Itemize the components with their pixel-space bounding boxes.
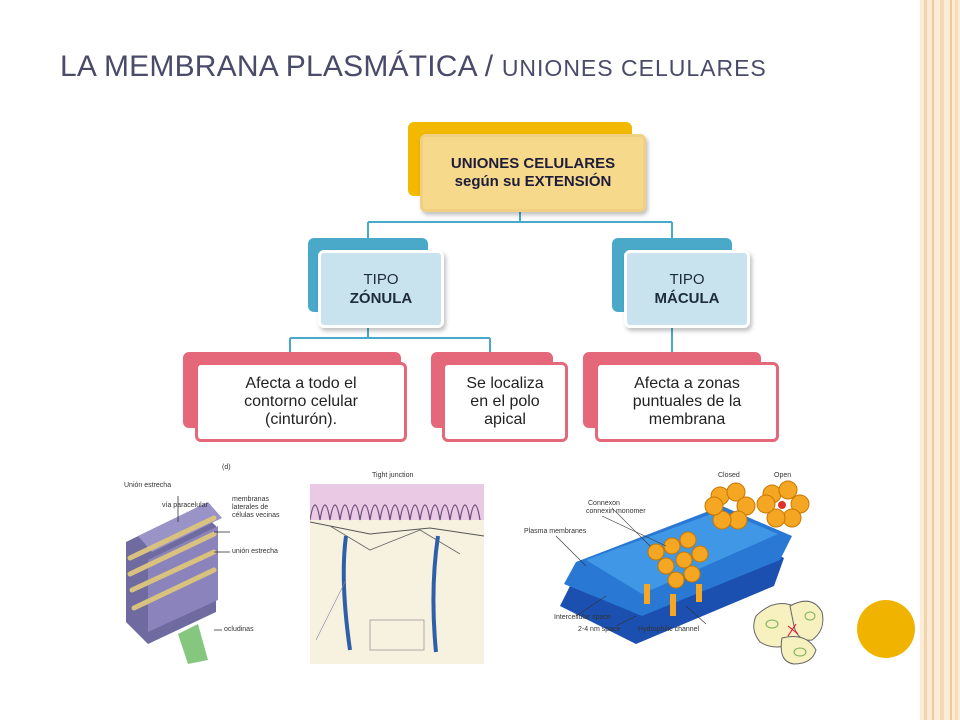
gap-junction-illustration: Connexon connexin monomer Plasma membran… [516, 466, 836, 666]
gap-junction-drawing [555, 480, 824, 665]
label-union-estrecha: unión estrecha [232, 548, 278, 555]
micrograph-drawing [309, 484, 485, 664]
decorative-stripes [920, 0, 960, 720]
label-celulas-vecinas: células vecinas [232, 512, 280, 519]
slide-title-main: LA MEMBRANA PLASMÁTICA / [60, 50, 502, 83]
accent-circle [857, 600, 915, 658]
zonula-node-line2: ZÓNULA [349, 290, 413, 307]
label-2-4-nm-space: 2-4 nm space [578, 626, 621, 633]
macula-node: TIPO MÁCULA [624, 250, 750, 328]
zonula-child-1-line1: Afecta a todo el [245, 375, 357, 392]
label-panel-d: (d) [222, 464, 231, 471]
tight-junction-illustration: Unión estrecha vía paracelular membranas… [118, 462, 314, 664]
macula-node-line2: MÁCULA [654, 290, 720, 307]
label-ocludinas: ocludinas [224, 626, 254, 633]
zonula-child-2: Se localiza en el polo apical [442, 362, 568, 442]
zonula-node: TIPO ZÓNULA [318, 250, 444, 328]
label-closed: Closed [718, 472, 740, 479]
macula-node-line1: TIPO [669, 271, 705, 288]
label-union-estrecha-top: Unión estrecha [124, 482, 172, 489]
root-node: UNIONES CELULARES según su EXTENSIÓN [420, 134, 646, 212]
label-open: Open [774, 472, 792, 479]
macula-child-1: Afecta a zonas puntuales de la membrana [595, 362, 779, 442]
macula-child-1-line2: puntuales de la [632, 393, 742, 410]
tight-junction-micrograph: Tight junction [309, 470, 485, 664]
macula-child-1-line3: membrana [648, 411, 726, 428]
label-membranas: membranas [232, 496, 269, 503]
zonula-child-1: Afecta a todo el contorno celular (cintu… [195, 362, 407, 442]
zonula-child-2-line3: apical [484, 411, 526, 428]
label-plasma-membranes: Plasma membranes [524, 528, 587, 535]
root-node-line1: UNIONES CELULARES [450, 155, 616, 172]
zonula-child-2-line2: en el polo [470, 393, 540, 410]
slide-title-sub: UNIONES CELULARES [501, 55, 767, 81]
zonula-child-1-line3: (cinturón). [264, 411, 338, 428]
label-intercellular-space: Intercellular space [554, 614, 611, 621]
slide-title: LA MEMBRANA PLASMÁTICA / UNIONES CELULAR… [60, 50, 767, 84]
tight-junction-drawing [118, 462, 314, 664]
root-node-line2: según su EXTENSIÓN [454, 173, 612, 190]
zonula-node-line1: TIPO [363, 271, 399, 288]
label-connexon: Connexon [588, 500, 620, 507]
zonula-child-1-line2: contorno celular [244, 393, 358, 410]
label-tight-junction: Tight junction [372, 472, 414, 479]
label-connexin-monomer: connexin monomer [586, 508, 646, 515]
label-hydrophilic-channel: Hydrophilic channel [638, 626, 700, 633]
zonula-child-2-line1: Se localiza [466, 375, 544, 392]
label-laterales-de: laterales de [232, 504, 269, 511]
macula-child-1-line1: Afecta a zonas [634, 375, 740, 392]
label-via-paracelular: vía paracelular [162, 502, 208, 509]
